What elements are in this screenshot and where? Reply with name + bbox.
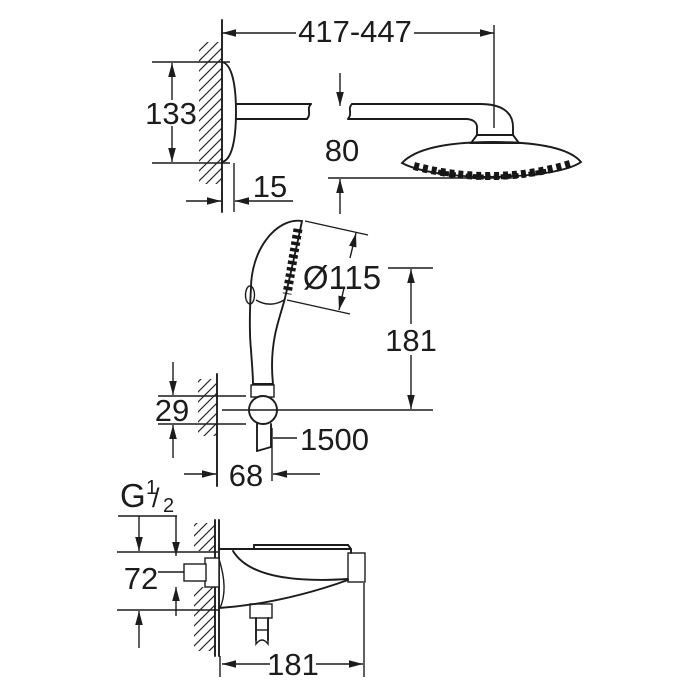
mixer-body bbox=[218, 544, 366, 609]
dim-holder-projection: 68 bbox=[184, 428, 320, 493]
overhead-spray-nozzles bbox=[412, 160, 572, 181]
wall-hatching-bottom-lower bbox=[194, 587, 215, 651]
hose-length-label: 1500 bbox=[300, 422, 369, 457]
dim-mixer-inlet-height: 72 bbox=[117, 516, 218, 648]
dim-arm-length: 417-447 bbox=[222, 14, 495, 128]
wall-hatching-middle bbox=[198, 379, 217, 436]
holder-height-label: 29 bbox=[155, 393, 189, 428]
mixer-view: G 1 / 2 72 181 bbox=[117, 477, 366, 682]
hand-shower bbox=[244, 219, 304, 385]
hand-shower-height-label: 181 bbox=[385, 323, 437, 358]
hand-shower-diameter-label: Ø115 bbox=[303, 259, 381, 296]
mixer-width-label: 181 bbox=[267, 647, 319, 682]
dim-escutcheon-height: 133 bbox=[145, 61, 230, 164]
dim-holder-height: 29 bbox=[155, 362, 246, 458]
thread-size-label: G 1 / 2 bbox=[118, 477, 180, 616]
dim-hose-length: 1500 bbox=[273, 422, 369, 457]
hand-shower-view: Ø115 181 29 1500 68 bbox=[155, 219, 437, 493]
thread-numerator: 1 bbox=[146, 477, 157, 499]
overhead-shower-head bbox=[400, 141, 583, 181]
thermostat-knob bbox=[347, 552, 366, 583]
escutcheon-depth-label: 15 bbox=[253, 169, 287, 204]
mixer-body-underside bbox=[218, 579, 349, 609]
overhead-shower-view: 417-447 133 80 15 bbox=[145, 14, 583, 214]
outlet-pipe-break bbox=[255, 638, 269, 647]
shower-hose bbox=[256, 423, 272, 452]
hand-spray-face bbox=[282, 228, 303, 295]
mixer-hose-outlet bbox=[249, 603, 273, 647]
thread-denominator: 2 bbox=[163, 495, 174, 517]
wall-hatching-top bbox=[199, 42, 222, 184]
holder-projection-label: 68 bbox=[229, 458, 263, 493]
overhead-spray-nozzles-inner bbox=[437, 167, 553, 180]
escutcheon bbox=[221, 61, 237, 163]
thread-prefix: G bbox=[120, 477, 146, 514]
spray-mode-button bbox=[244, 285, 256, 305]
dim-escutcheon-depth: 15 bbox=[186, 163, 293, 212]
dim-head-drop: 80 bbox=[325, 73, 500, 214]
supply-connection bbox=[158, 557, 220, 588]
mixer-body-back-curve bbox=[218, 558, 225, 609]
arm-length-label: 417-447 bbox=[298, 14, 412, 49]
dim-hand-shower-height: 181 bbox=[222, 267, 437, 411]
mixer-inlet-height-label: 72 bbox=[124, 561, 158, 596]
escutcheon-height-label: 133 bbox=[145, 96, 197, 131]
outlet-nut bbox=[249, 603, 273, 619]
head-drop-label: 80 bbox=[325, 133, 359, 168]
shower-arm bbox=[235, 103, 521, 144]
wall-hatching-bottom-upper bbox=[194, 523, 215, 551]
mixer-body-sweep bbox=[232, 550, 349, 581]
dim-hand-shower-diameter: Ø115 bbox=[286, 220, 381, 315]
thread-slash: / bbox=[152, 483, 160, 513]
dim-mixer-width: 181 bbox=[219, 583, 365, 682]
hand-shower-neck-line bbox=[255, 299, 285, 305]
